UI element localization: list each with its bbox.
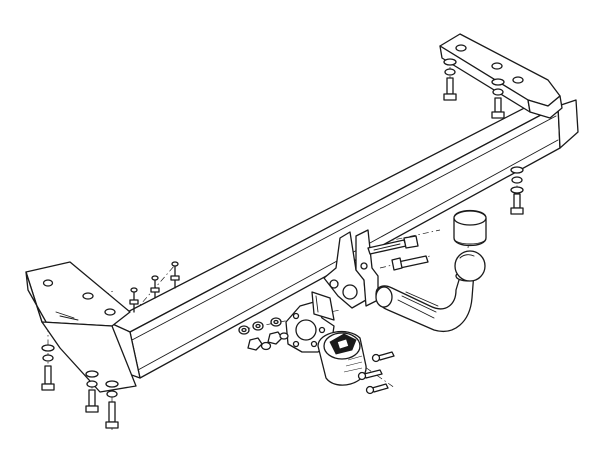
- tow-ball: [454, 250, 486, 282]
- socket-screws: [357, 351, 395, 395]
- center-washers-nuts: [238, 317, 289, 351]
- left-bracket-bolts: [41, 344, 119, 429]
- right-bracket-bolts: [443, 58, 524, 215]
- right-mounting-bracket: [439, 33, 563, 119]
- center-mounting-plates: [323, 229, 379, 309]
- electrical-socket: [317, 330, 367, 386]
- left-mounting-bracket: [25, 261, 137, 393]
- center-bolts: [367, 235, 429, 271]
- small-screws: [129, 261, 180, 313]
- tow-ball-cap: [453, 209, 487, 247]
